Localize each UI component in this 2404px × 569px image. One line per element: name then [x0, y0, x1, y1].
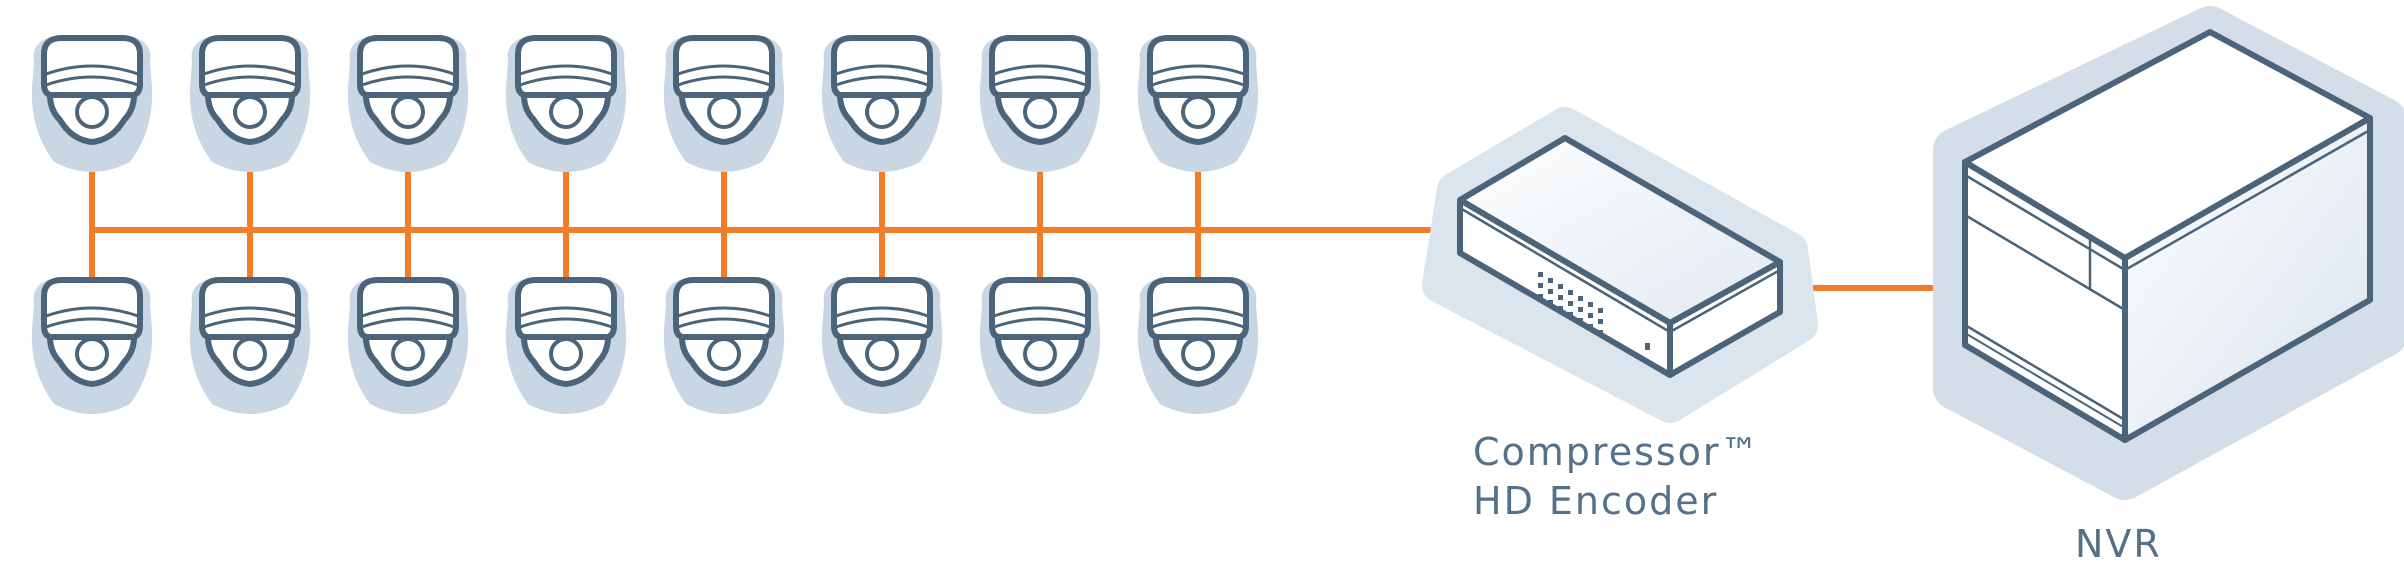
encoder-icon	[1422, 107, 1818, 423]
nvr-icon	[1933, 6, 2404, 500]
dome-camera-icon	[822, 35, 942, 172]
dome-camera-icon	[348, 277, 468, 414]
dome-camera-icon	[822, 277, 942, 414]
dome-camera-icon	[32, 35, 152, 172]
dome-camera-icon	[348, 35, 468, 172]
encoder-label-line1: Compressor™	[1473, 430, 1761, 474]
dome-camera-icon	[1138, 35, 1258, 172]
dome-camera-icon	[664, 277, 784, 414]
encoder-label: Compressor™ HD Encoder	[1473, 428, 1761, 527]
nvr-label: NVR	[2075, 522, 2162, 566]
dome-camera-icon	[190, 277, 310, 414]
dome-camera-icon	[1138, 277, 1258, 414]
encoder-label-line2: HD Encoder	[1473, 479, 1719, 524]
dome-camera-icon	[190, 35, 310, 172]
camera-row-bottom	[32, 277, 1258, 414]
dome-camera-icon	[664, 35, 784, 172]
dome-camera-icon	[506, 35, 626, 172]
dome-camera-icon	[32, 277, 152, 414]
camera-row-top	[32, 35, 1258, 172]
dome-camera-icon	[980, 277, 1100, 414]
dome-camera-icon	[506, 277, 626, 414]
dome-camera-icon	[980, 35, 1100, 172]
